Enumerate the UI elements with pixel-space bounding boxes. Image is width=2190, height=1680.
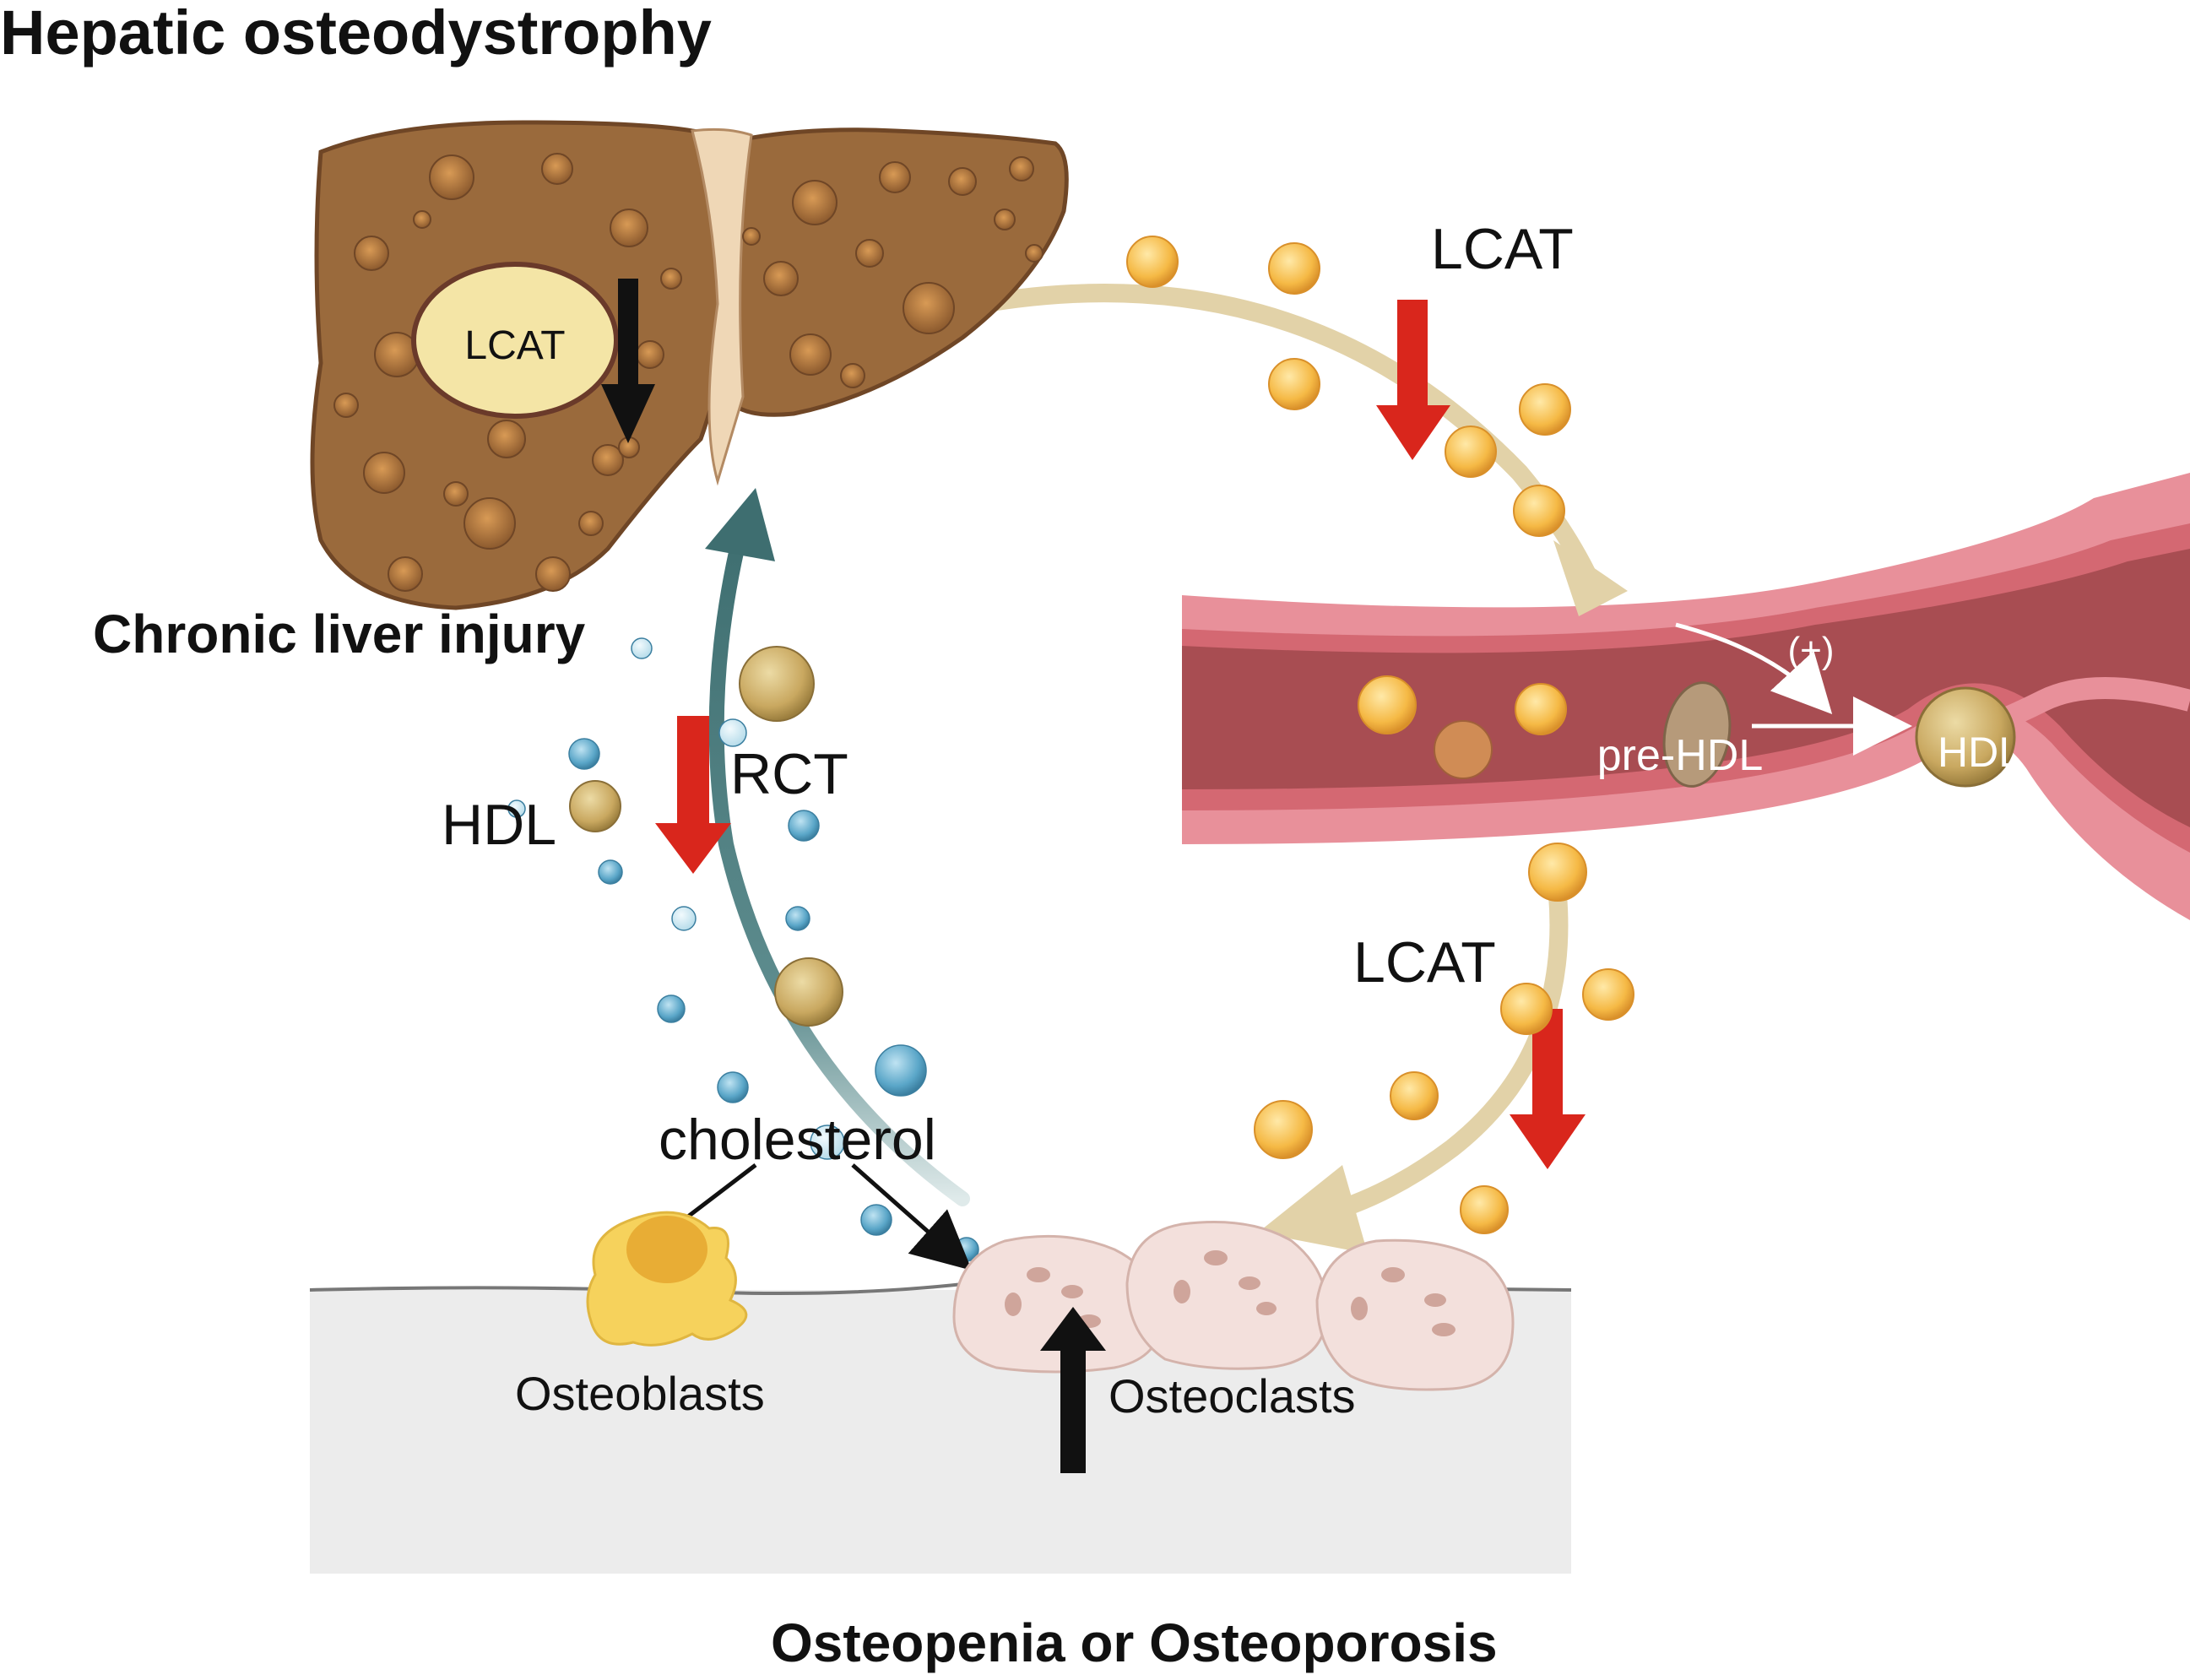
osteoclast-nuclei (1005, 1250, 1455, 1336)
hdl-vessel-particle (1915, 686, 2016, 788)
plus-sign: (+) (1788, 630, 1835, 671)
osteoblasts-label: Osteoblasts (515, 1367, 765, 1420)
rct-arrowhead (705, 488, 775, 561)
lcat-particles (1126, 236, 1634, 1234)
figure-title: Hepatic osteodystrophy (0, 0, 712, 68)
liver-lcat-down-arrow (601, 279, 655, 443)
hdl-rct-label: HDL (442, 793, 556, 857)
osteoclast-cells (952, 1221, 1515, 1391)
hdl-vessel-label: HDL (1938, 729, 2022, 776)
lcat-top-label: LCAT (1431, 217, 1574, 281)
osteoclasts-label: Osteoclasts (1109, 1369, 1356, 1423)
cholesterol-label: cholesterol (659, 1108, 936, 1172)
cholesterol-particles (507, 637, 979, 1262)
plus-curve-arrow (1675, 622, 1833, 715)
lcat-liver-label: LCAT (464, 323, 565, 368)
osteoblast-cell (586, 1211, 748, 1347)
liver-fat-spots (333, 153, 1044, 592)
lcat-right-label: LCAT (1353, 930, 1496, 994)
outcome-label: Osteopenia or Osteoporosis (771, 1612, 1498, 1673)
vessel-dark-particle (1434, 720, 1493, 779)
rct-label: RCT (730, 742, 848, 806)
hdl-particles (569, 646, 843, 1027)
pre-hdl-particle (1662, 681, 1732, 788)
liver: LCAT (310, 120, 1069, 610)
liver-to-vessel-arrowhead (1553, 540, 1628, 616)
cholesterol-activates-osteoclast (851, 1163, 973, 1271)
vessel-to-bone-arrowhead (1258, 1165, 1368, 1254)
vessel-to-bone-arrow (1308, 886, 1569, 1225)
rct-red-arrow (655, 716, 731, 874)
lcat-top-red-arrow (1376, 300, 1450, 460)
lcat-hepatocyte-bubble (411, 262, 619, 419)
liver-caption: Chronic liver injury (93, 604, 586, 664)
rct-arrow (708, 516, 970, 1206)
osteoclast-up-arrow (1040, 1307, 1106, 1473)
pre-hdl-label: pre-HDL (1597, 731, 1764, 780)
